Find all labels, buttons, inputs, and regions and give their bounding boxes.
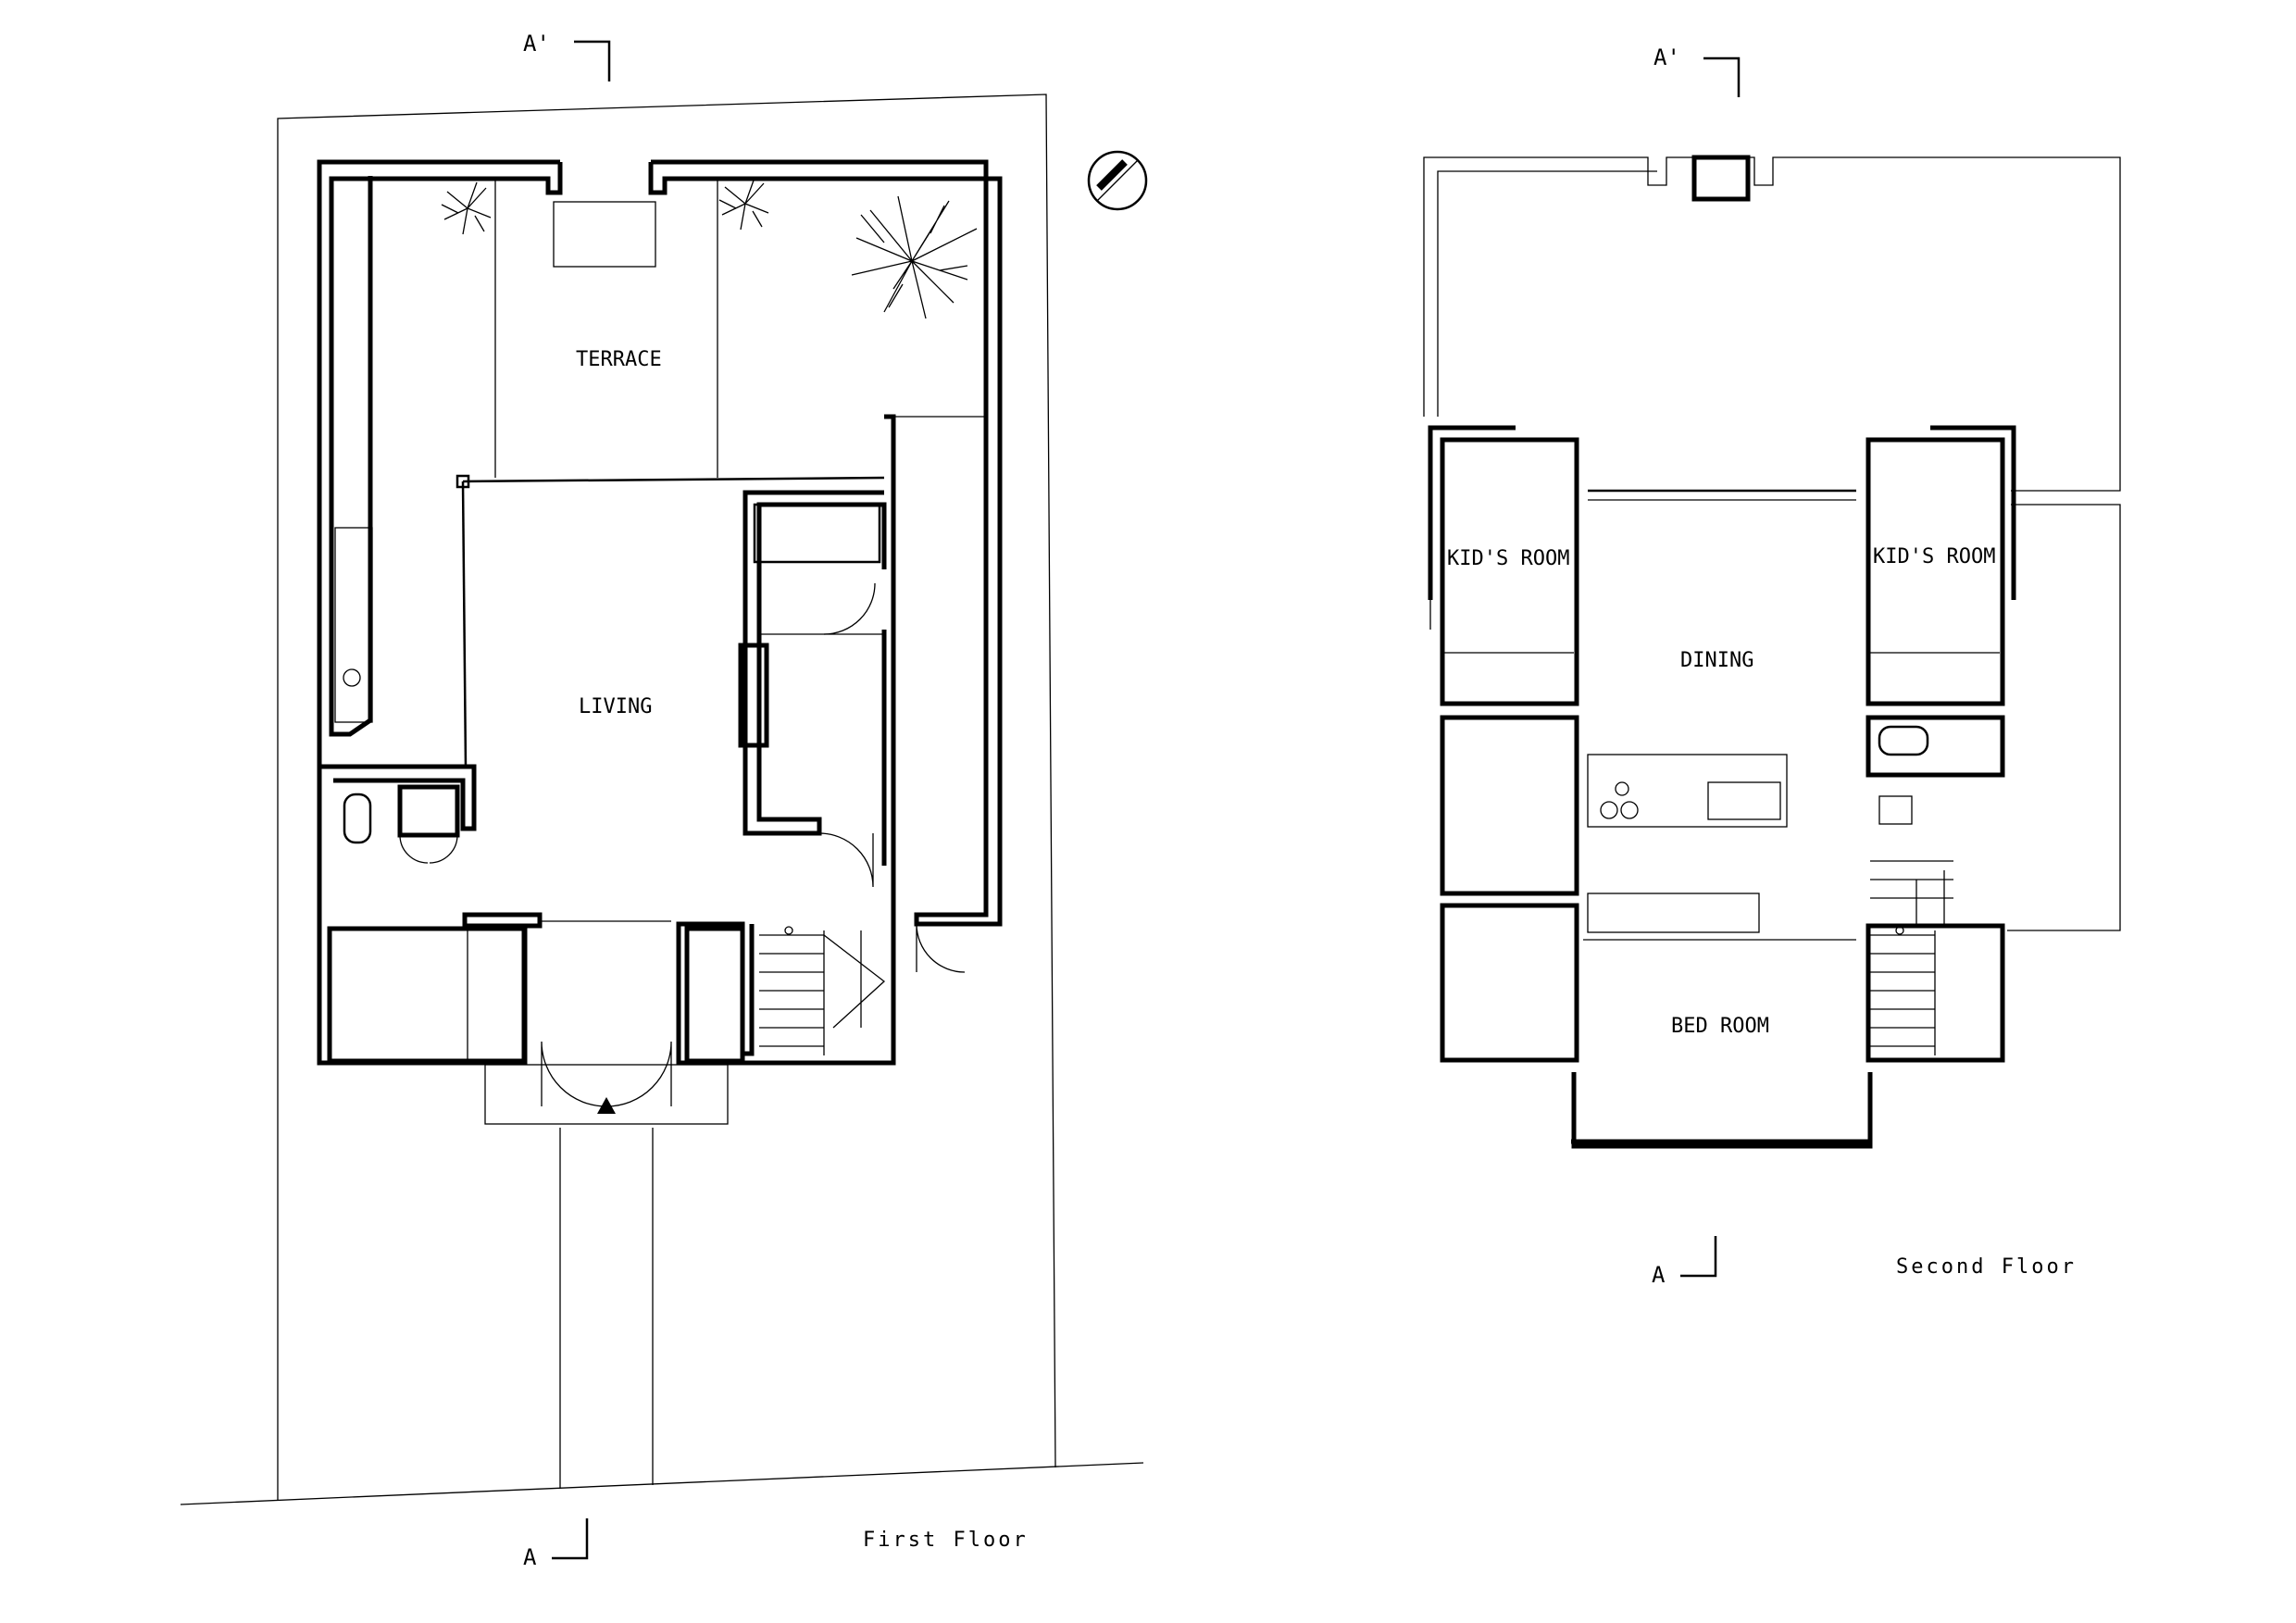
room-lower-left: [327, 926, 527, 1064]
north-arrow-icon: [1087, 150, 1148, 211]
tree-small-right-icon: [718, 177, 769, 231]
second-floor-caption: Second Floor: [1896, 1255, 2077, 1279]
outdoor-bench: [334, 527, 373, 723]
room-lower-left-2f: [1440, 903, 1579, 1063]
hob-burner-2-icon: [1620, 801, 1639, 819]
stair-first-floor: [759, 926, 886, 1055]
section-mark-top-left: A': [523, 31, 611, 81]
kids-room-right: [1866, 437, 2005, 706]
entrance-door-icon: [541, 1041, 672, 1107]
wc-wall: [319, 764, 477, 831]
room-label-living: LIVING: [579, 695, 652, 718]
room-lower-right: [684, 926, 745, 1064]
svg-text:A: A: [1652, 1262, 1666, 1288]
dining-table: [1587, 893, 1760, 933]
hob-burner-3-icon: [1615, 781, 1629, 796]
storage-cabinet: [738, 643, 769, 748]
svg-text:A: A: [523, 1544, 537, 1570]
toilet-2f-icon: [1878, 725, 1929, 756]
living-glazing-west: [461, 481, 468, 769]
entrance-step: [484, 1064, 729, 1125]
first-floor-plan: TERRACE LIVING First Floor: [180, 94, 1144, 1552]
room-label-terrace: TERRACE: [576, 348, 662, 371]
tree-large-icon: [851, 195, 978, 319]
kids-room-left-wall: [1428, 425, 1516, 600]
bedroom-bay: [1571, 1072, 1873, 1149]
second-floor-plan: KID'S ROOM KID'S ROOM DINING BED ROOM Se…: [1423, 155, 2121, 1279]
svg-text:A': A': [1653, 44, 1680, 70]
wc-door-icon: [823, 582, 876, 635]
kids-room-left: [1440, 437, 1579, 706]
exterior-wall-north-east: [648, 159, 1003, 927]
exterior-wall-west: [317, 159, 560, 1066]
room-label-dining: DINING: [1680, 649, 1753, 672]
kitchen-counter: [1587, 754, 1788, 828]
stair-second-floor: [1870, 795, 1953, 1055]
room-label-bed-room: BED ROOM: [1671, 1015, 1769, 1038]
roof-chimney: [1691, 155, 1751, 202]
exterior-wall-north: [329, 162, 563, 737]
room-label-kids-room-right: KID'S ROOM: [1873, 545, 1995, 568]
site-boundary: [277, 94, 1056, 1500]
room-lower-right-2f: [1866, 923, 2005, 1063]
room-middle-left: [1440, 715, 1579, 896]
street-line: [180, 1462, 1144, 1505]
tree-small-left-icon: [441, 181, 492, 235]
svg-text:A': A': [523, 31, 550, 56]
first-floor-caption: First Floor: [863, 1529, 1029, 1552]
closet-door-icon: [399, 834, 458, 864]
hob-burner-1-icon: [1600, 801, 1618, 819]
side-door-icon: [916, 923, 966, 973]
chimney: [553, 201, 656, 268]
room-label-kids-room-left: KID'S ROOM: [1447, 547, 1569, 570]
closet: [397, 784, 460, 838]
toilet-room-2f: [1866, 715, 2005, 778]
roof-outline-north: [1423, 156, 2121, 492]
kids-room-right-wall: [1930, 425, 2016, 600]
entry-arrow-icon: [597, 1097, 616, 1114]
roof-outline-east: [2007, 504, 2121, 931]
living-glazing-north: [462, 476, 885, 483]
glazing-post: [455, 474, 470, 489]
toilet-icon: [343, 793, 372, 844]
section-mark-top-right: A': [1653, 44, 1741, 97]
outdoor-tap: [343, 668, 361, 687]
section-mark-bottom-left: A: [523, 1518, 589, 1570]
section-mark-bottom-right: A: [1652, 1236, 1717, 1288]
kitchen-sink-icon: [1707, 781, 1781, 820]
bathtub: [753, 503, 881, 564]
bath-door-icon: [818, 832, 874, 888]
roof-outline-inner: [1437, 170, 1657, 417]
